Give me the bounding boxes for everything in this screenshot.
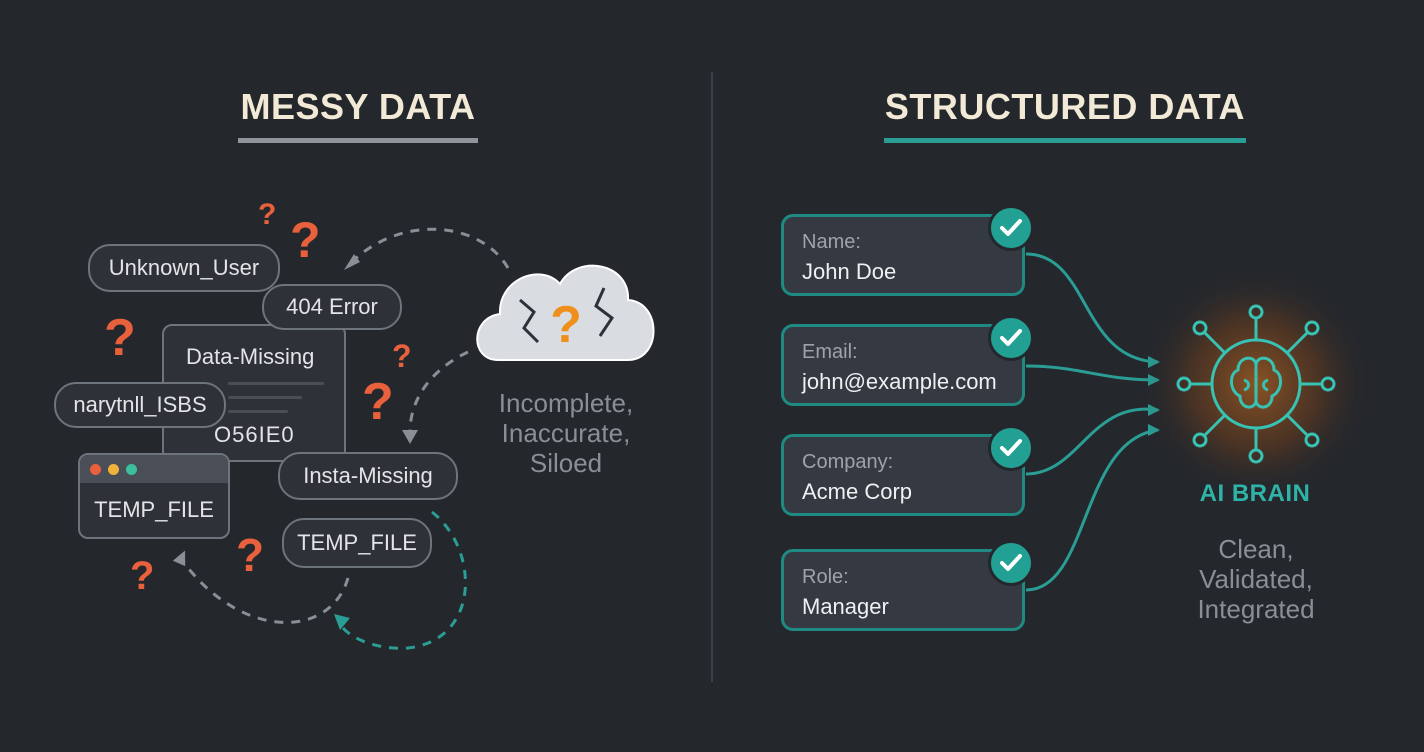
field-label: Company: [802, 451, 894, 473]
field-value: John Doe [802, 259, 897, 284]
field-card-company: Company: Acme Corp [781, 425, 1034, 516]
arrowhead-top [344, 254, 360, 270]
card-line [228, 410, 288, 413]
caption-line: Siloed [529, 448, 603, 478]
messy-data-title: MESSY DATA [238, 86, 478, 143]
ai-brain-label: AI BRAIN [1199, 480, 1311, 507]
question-mark-icon: ? [130, 554, 155, 598]
arrowhead-mid [402, 430, 418, 444]
window-maximize-dot [126, 464, 137, 475]
structured-data-title: STRUCTURED DATA [884, 86, 1246, 143]
card-code: O56IE0 [214, 422, 295, 447]
messy-caption: Incomplete, Inaccurate, Siloed [476, 388, 656, 478]
field-value: Acme Corp [802, 479, 913, 504]
caption-line: Incomplete, [498, 388, 634, 418]
dashed-arrow-top [350, 227, 510, 269]
question-mark-icon: ? [392, 338, 412, 374]
question-mark-icon: ? [362, 373, 394, 431]
question-mark-icon: ? [236, 529, 265, 581]
card-line [228, 396, 302, 399]
caption-line: Clean, [1218, 534, 1294, 564]
window-titlebar [80, 455, 228, 483]
cloud-question-icon: ? [550, 296, 582, 354]
cloud-icon [476, 264, 655, 361]
arrowhead-teal [334, 614, 350, 630]
dashed-arrow-bottom [180, 559, 350, 624]
caption-line: Inaccurate, [501, 418, 631, 448]
brain-icon [1176, 304, 1336, 464]
window-minimize-dot [108, 464, 119, 475]
structured-caption: Clean, Validated, Integrated [1166, 534, 1346, 624]
temp-file-tag: TEMP_FILE [282, 518, 432, 568]
question-mark-icon: ? [104, 309, 136, 367]
question-mark-icon: ? [290, 212, 321, 268]
field-label: Role: [802, 566, 849, 588]
question-mark-icon: ? [258, 198, 277, 231]
field-card-role: Role: Manager [781, 540, 1034, 631]
window-label: TEMP_FILE [94, 497, 214, 522]
caption-line: Integrated [1197, 594, 1315, 624]
caption-line: Validated, [1199, 564, 1313, 594]
temp-file-window: TEMP_FILE [78, 453, 230, 539]
field-card-name: Name: John Doe [781, 205, 1034, 296]
dashed-arrow-mid [408, 350, 469, 433]
dashed-arrow-teal [338, 510, 467, 650]
field-label: Name: [802, 231, 861, 253]
check-icon [988, 315, 1034, 361]
card-title: Data-Missing [186, 344, 315, 369]
check-icon [988, 205, 1034, 251]
unknown-user-tag: Unknown_User [88, 244, 280, 292]
field-value: Manager [802, 594, 889, 619]
error-404-tag: 404 Error [262, 284, 402, 330]
card-line [228, 382, 324, 385]
insta-missing-tag: Insta-Missing [278, 452, 458, 500]
section-divider [711, 72, 713, 682]
field-connectors [1025, 252, 1159, 592]
check-icon [988, 540, 1034, 586]
window-close-dot [90, 464, 101, 475]
field-card-email: Email: john@example.com [781, 315, 1034, 406]
check-icon [988, 425, 1034, 471]
field-label: Email: [802, 341, 858, 363]
field-value: john@example.com [802, 369, 997, 394]
garbled-tag: narytnll_ISBS [54, 382, 226, 428]
arrowhead-bottom [172, 550, 186, 567]
